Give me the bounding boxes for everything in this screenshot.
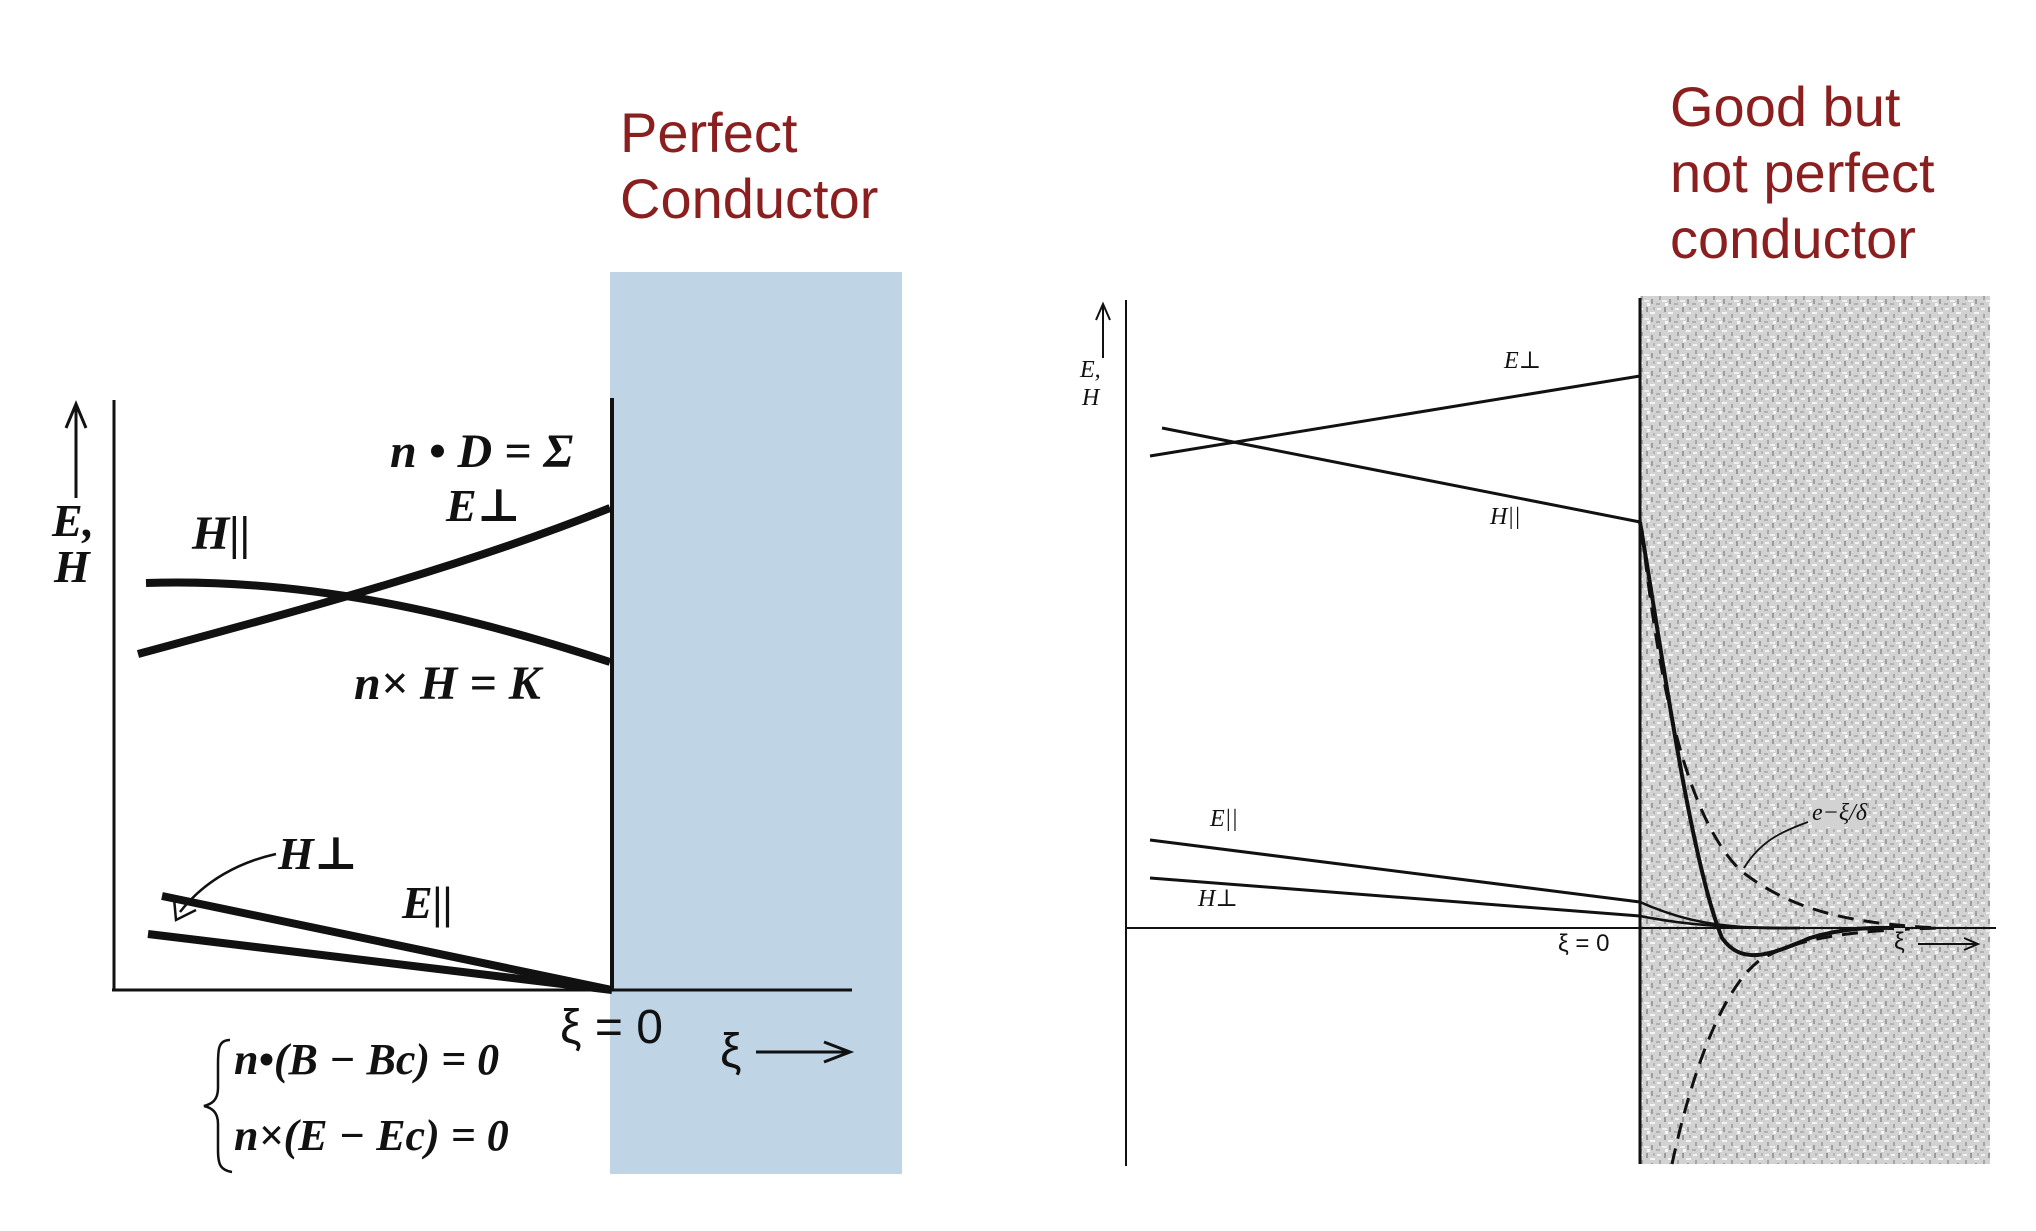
- right-line-h-perp: [1149, 876, 1641, 918]
- right-line-e-perp: [1149, 374, 1641, 458]
- right-label-decay: e−ξ/δ: [1812, 800, 1867, 827]
- perfect-conductor-region: [610, 272, 902, 1174]
- left-title-line2: Conductor: [620, 167, 879, 230]
- left-label-n-cross-h: n× H = K: [354, 657, 541, 710]
- right-label-xi-axis: ξ: [1894, 928, 1905, 956]
- bc-line2: n×(E − Ec) = 0: [234, 1111, 509, 1160]
- left-label-e-perp: E⊥: [446, 480, 521, 531]
- left-curve-e-perp: [136, 504, 612, 658]
- decay-pointer-icon: [1743, 821, 1809, 869]
- left-axis-label-line1: E,: [52, 495, 95, 546]
- left-title-line1: Perfect: [620, 101, 798, 164]
- left-axis-label-line2: H: [54, 541, 90, 592]
- bc-line1: n•(B − Bc) = 0: [234, 1035, 500, 1084]
- left-label-xi-zero: ξ = 0: [560, 1001, 663, 1054]
- right-title-line2: not perfect: [1670, 141, 1935, 204]
- right-y-arrow-icon: [1095, 301, 1111, 358]
- left-label-h-perp: H⊥: [278, 828, 358, 879]
- left-curve-e-parallel: [147, 930, 613, 994]
- right-label-h-perp: H⊥: [1198, 886, 1238, 912]
- right-axis-label-line2: H: [1082, 385, 1100, 411]
- right-curve-h-perp-inside: [1639, 914, 1801, 930]
- right-xi-arrow-icon: [1918, 937, 1981, 951]
- left-curve-h-perp: [161, 892, 613, 994]
- left-label-e-parallel: E||: [402, 877, 453, 928]
- left-label-n-dot-d: n • D = Σ: [390, 425, 574, 478]
- right-label-xi-zero: ξ = 0: [1558, 930, 1610, 957]
- good-conductor-region: [1640, 296, 1990, 1164]
- right-label-e-parallel: E||: [1210, 806, 1238, 832]
- h-perp-pointer-icon: [172, 852, 277, 922]
- right-title-line3: conductor: [1670, 207, 1916, 270]
- right-label-h-parallel: H||: [1490, 504, 1521, 530]
- left-y-arrow-icon: [64, 400, 88, 498]
- left-label-xi-axis: ξ: [720, 1025, 742, 1078]
- left-xi-arrow-icon: [756, 1040, 855, 1064]
- right-envelope-upper: [1640, 529, 1941, 930]
- left-label-h-parallel: H||: [192, 507, 251, 560]
- right-line-e-parallel: [1149, 838, 1641, 904]
- bc-brace: [203, 1038, 233, 1174]
- right-axis-label-line1: E,: [1080, 357, 1101, 383]
- left-curve-h-parallel: [145, 578, 612, 666]
- right-curve-h-parallel-decay: [1638, 521, 1901, 958]
- right-line-h-parallel: [1161, 426, 1641, 524]
- right-title-line1: Good but: [1670, 75, 1901, 138]
- right-label-e-perp: E⊥: [1504, 348, 1542, 374]
